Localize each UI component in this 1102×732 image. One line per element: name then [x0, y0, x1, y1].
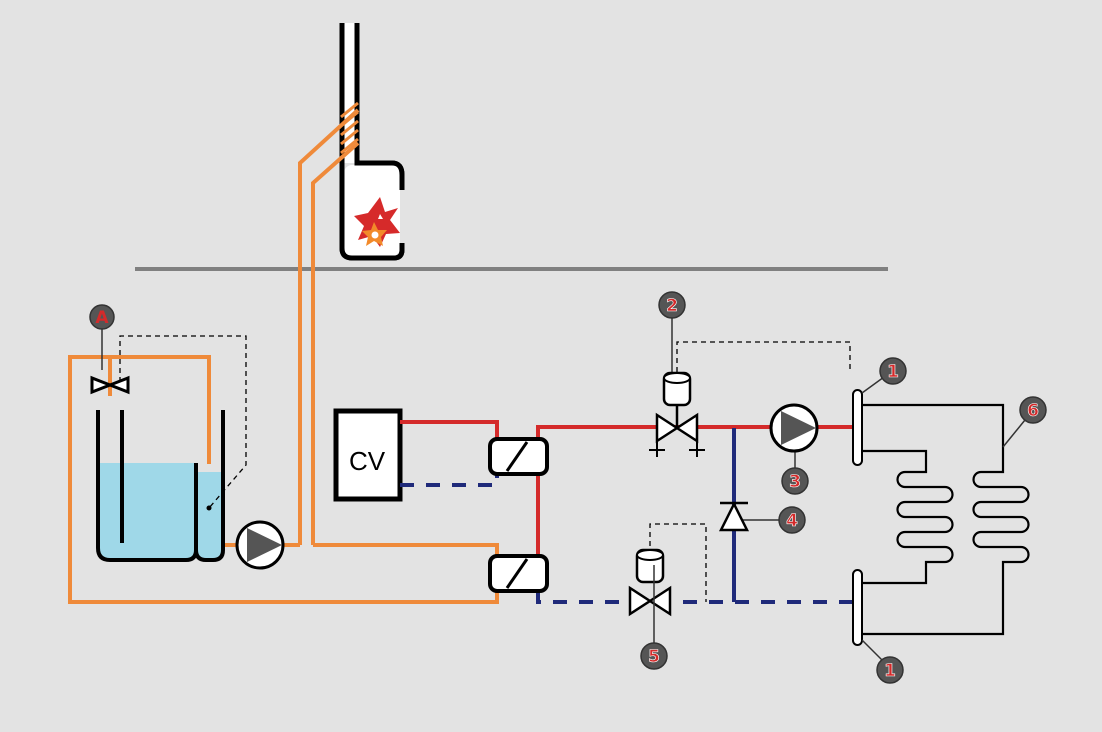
flame-icon: [354, 197, 400, 247]
marker-5-text: 5: [648, 647, 660, 667]
boiler-label: CV: [349, 446, 386, 476]
marker-3-text: 3: [789, 472, 801, 492]
return-valve: [628, 523, 707, 643]
marker-1-top-text: 1: [887, 362, 899, 382]
marker-5: 5: [640, 642, 668, 670]
floor-heating-coils: [862, 403, 1030, 636]
marker-a-text: A: [95, 308, 109, 328]
manifold-bottom: [852, 569, 883, 661]
heat-exchanger-icon: [488, 437, 549, 476]
marker-4-text: 4: [786, 511, 798, 531]
mixing-valve: [649, 318, 851, 457]
marker-2: 2: [658, 291, 686, 319]
orange-loop: [68, 101, 499, 604]
marker-2-text: 2: [666, 296, 678, 316]
heat-exchanger-icon: [488, 554, 549, 593]
marker-1-bottom: 1: [876, 656, 904, 684]
pump-icon: [235, 520, 285, 570]
marker-1-top: 1: [879, 357, 907, 385]
marker-a: A: [89, 304, 115, 330]
marker-6-text: 6: [1027, 401, 1039, 421]
pump-icon: [769, 403, 819, 470]
boiler-cv: CV: [333, 408, 403, 502]
supply-pipe: [400, 420, 855, 556]
manifold-top: [852, 376, 885, 466]
valve-icon: [90, 328, 130, 395]
marker-4: 4: [778, 506, 806, 534]
storage-tank: [96, 335, 247, 562]
check-valve-icon: [718, 501, 780, 532]
marker-6: 6: [1019, 396, 1047, 424]
marker-1-bottom-text: 1: [884, 661, 896, 681]
marker-3: 3: [781, 467, 809, 495]
stove: [339, 23, 405, 261]
